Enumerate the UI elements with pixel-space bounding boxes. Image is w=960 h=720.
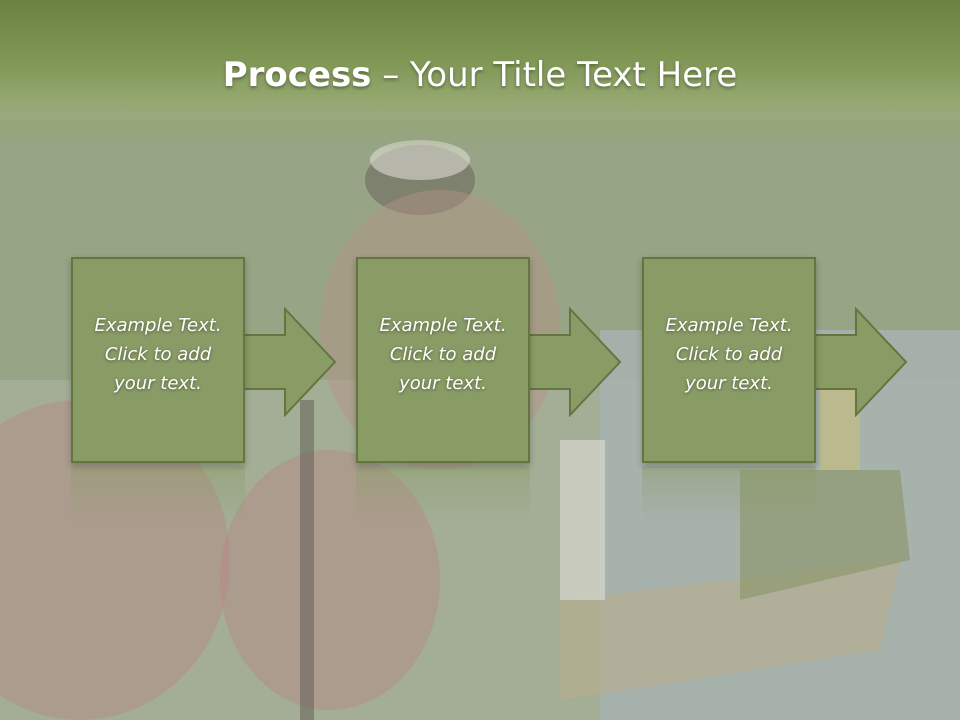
process-step-2[interactable]: Example Text. Click to add your text. — [356, 257, 530, 463]
step-3-reflection — [642, 466, 816, 526]
slide-title[interactable]: Process – Your Title Text Here — [0, 52, 960, 98]
step-1-text[interactable]: Example Text. Click to add your text. — [94, 315, 222, 394]
step-1-reflection — [71, 466, 245, 526]
right-arrow-icon — [527, 307, 622, 417]
step-3-text[interactable]: Example Text. Click to add your text. — [665, 315, 793, 394]
process-step-1[interactable]: Example Text. Click to add your text. — [71, 257, 245, 463]
title-bar — [0, 0, 960, 150]
process-step-3[interactable]: Example Text. Click to add your text. — [642, 257, 816, 463]
right-arrow-icon — [242, 307, 337, 417]
title-bold: Process — [222, 55, 372, 95]
right-arrow-icon — [813, 307, 908, 417]
step-2-text[interactable]: Example Text. Click to add your text. — [379, 315, 507, 394]
title-rest: – Your Title Text Here — [371, 55, 738, 95]
step-2-reflection — [356, 466, 530, 526]
